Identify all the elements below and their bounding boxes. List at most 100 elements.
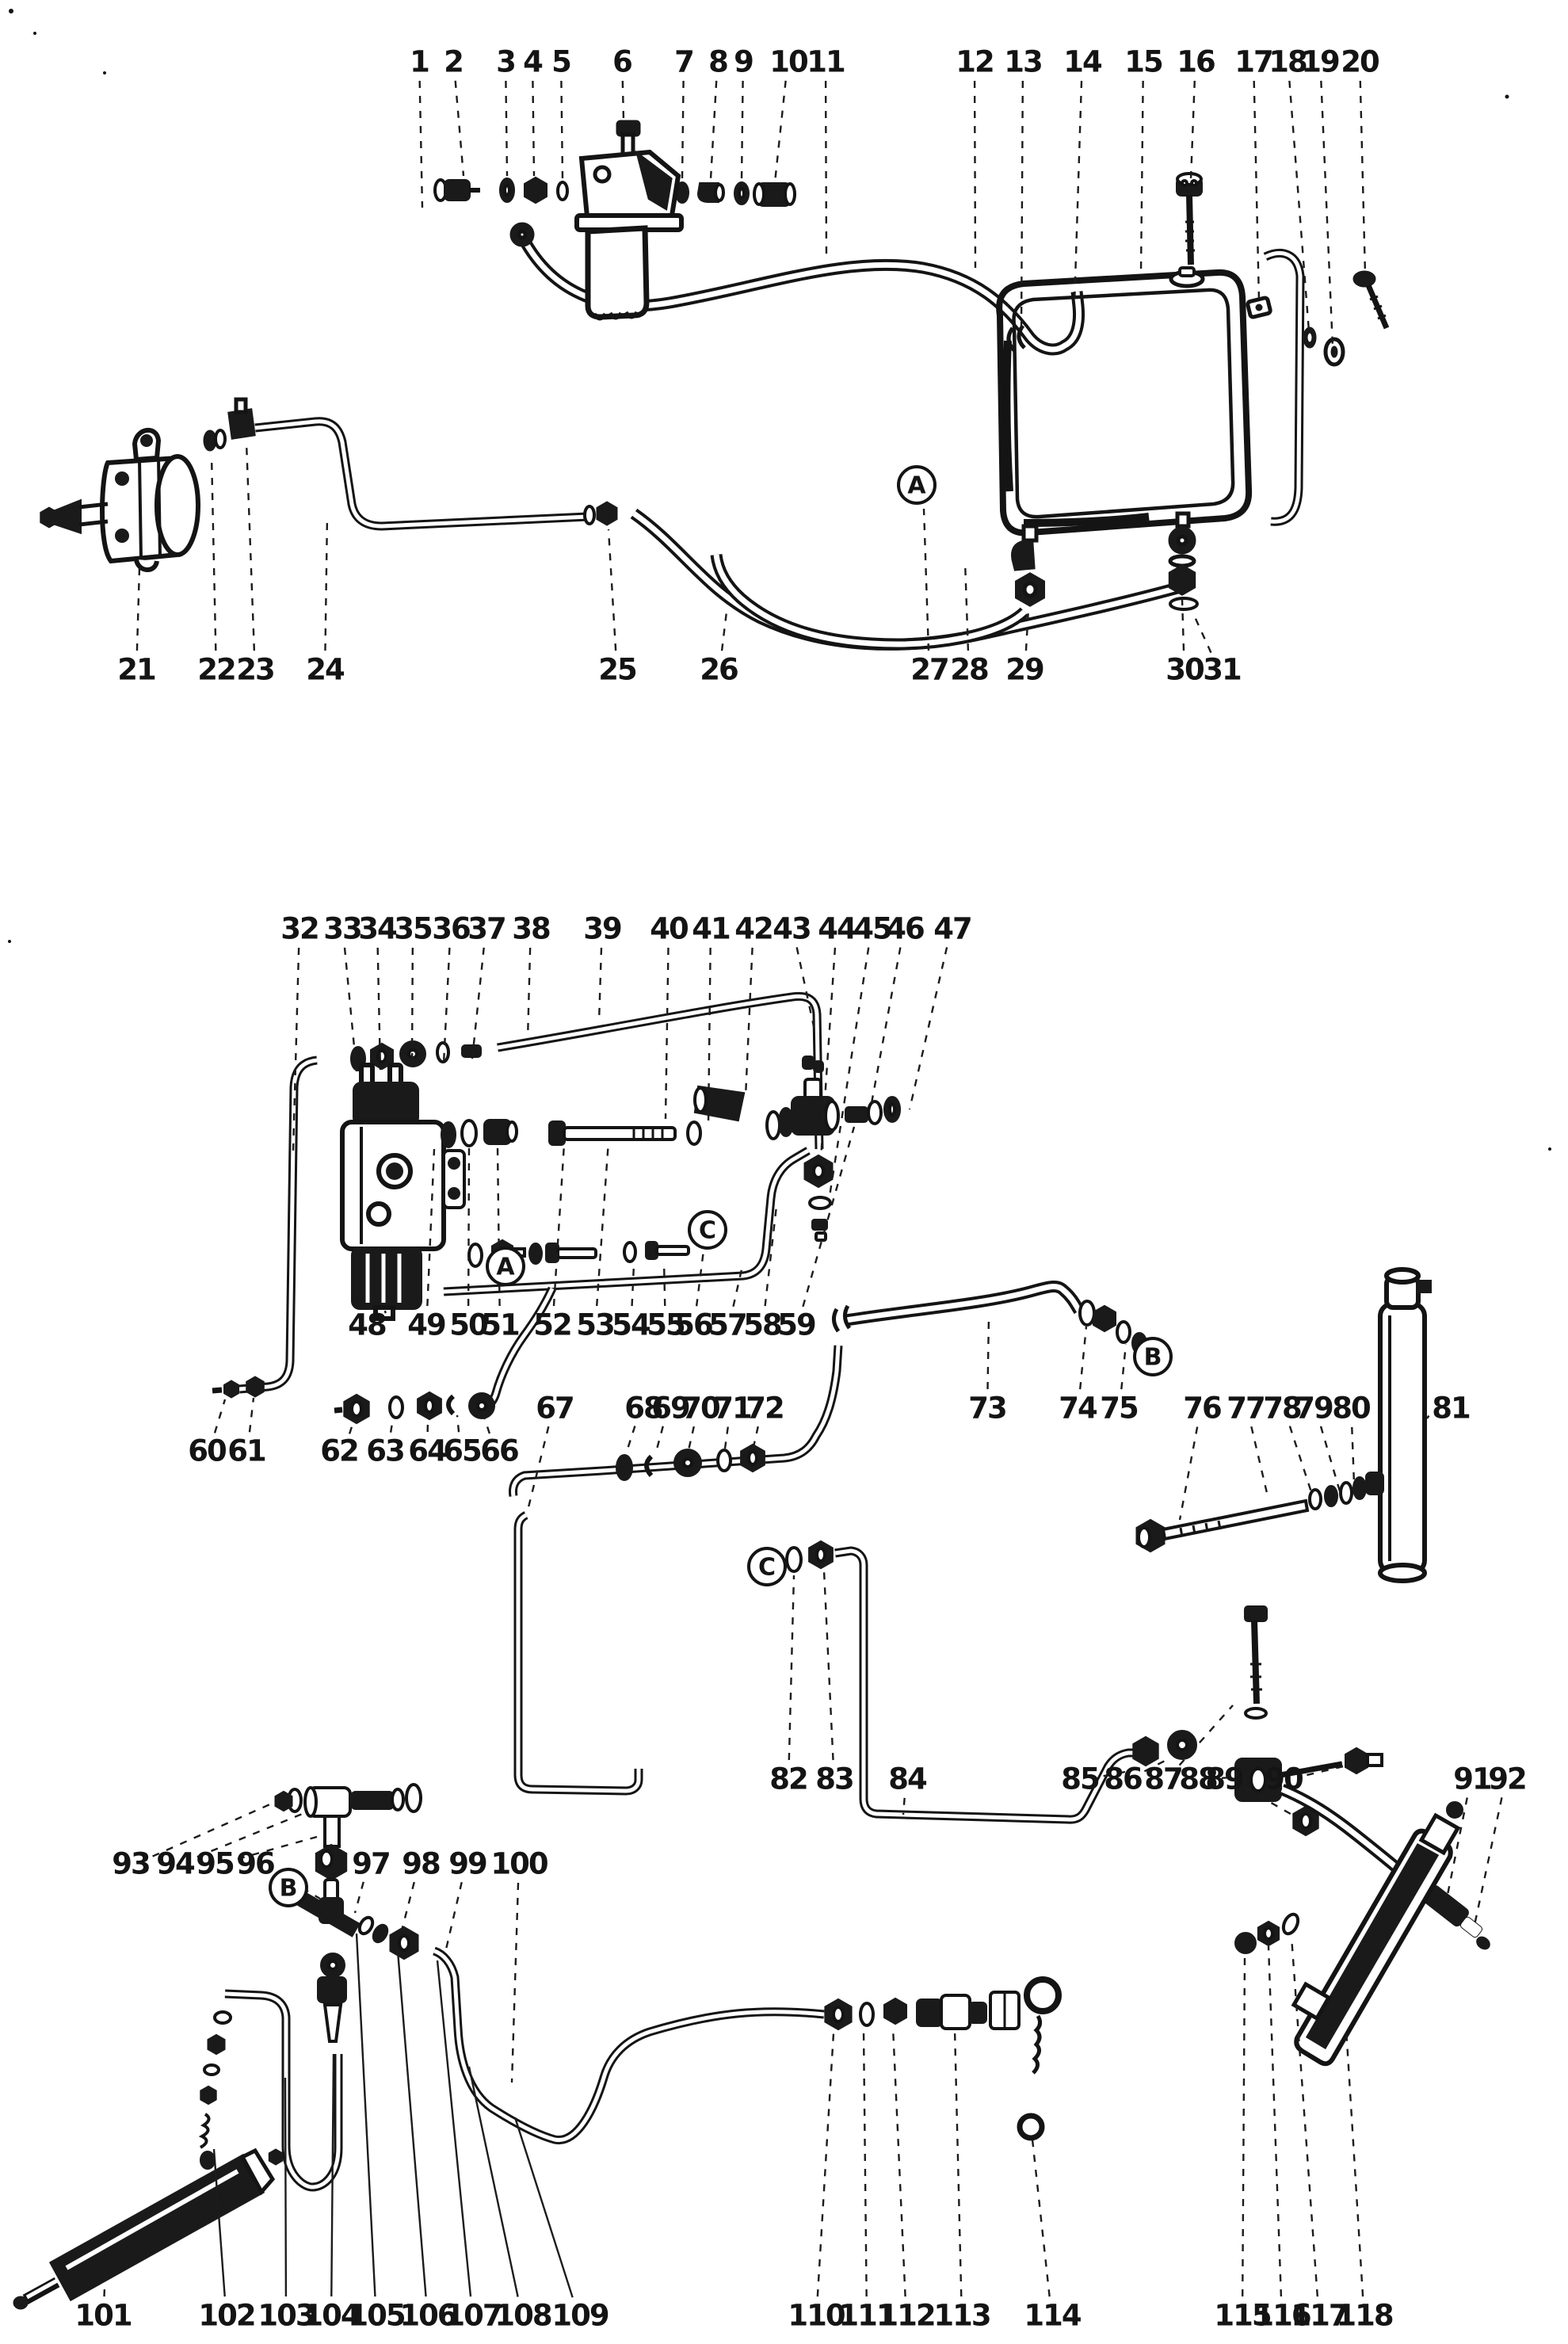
- leader-line: [1241, 1955, 1246, 2297]
- part-label-92: 92: [1472, 1762, 1528, 1930]
- part-label-79: 79: [1295, 1392, 1341, 1492]
- standpipe-line: [238, 1056, 318, 1394]
- part-number: 50: [449, 1308, 487, 1342]
- leader-line: [410, 947, 414, 1067]
- union-nut-25: [583, 501, 618, 526]
- part-number: 5: [551, 45, 570, 79]
- connector-text: C: [758, 1554, 776, 1582]
- part-number: 111: [838, 2299, 895, 2333]
- part-label-33: 33: [323, 912, 363, 1072]
- leader-line: [732, 1269, 743, 1308]
- leader-line: [1103, 1770, 1126, 1777]
- leader-line: [1191, 611, 1212, 654]
- leader-line: [426, 1148, 436, 1307]
- leader-line: [348, 1421, 355, 1434]
- coupler-parts-110-114: [824, 1976, 1062, 2141]
- fittings-60-61: [212, 1376, 265, 1399]
- tee-line-82-85: [834, 1546, 1133, 1824]
- part-label-109: 109: [513, 2117, 610, 2333]
- leader-line: [436, 1960, 472, 2297]
- leader-line: [1078, 1326, 1088, 1390]
- part-number: 46: [886, 912, 924, 946]
- part-number: 82: [769, 1762, 807, 1796]
- part-number: 38: [512, 912, 550, 946]
- leader-line: [396, 1950, 427, 2297]
- part-label-85: 85: [1061, 1762, 1126, 1796]
- part-label-23: 23: [236, 441, 276, 687]
- part-number: 98: [402, 1847, 440, 1881]
- leader-line: [664, 947, 670, 1120]
- part-label-100: 100: [490, 1847, 549, 2083]
- part-label-41: 41: [692, 912, 731, 1126]
- part-label-84: 84: [888, 1762, 929, 1815]
- leader-line: [1345, 2028, 1364, 2297]
- part-label-55: 55: [647, 1261, 686, 1342]
- part-number: 100: [490, 1847, 547, 1881]
- part-number: 15: [1124, 45, 1162, 79]
- part-label-88: 88: [1179, 1762, 1245, 1796]
- part-label-52: 52: [533, 1143, 573, 1342]
- part-number: 93: [112, 1847, 150, 1881]
- leader-line: [1319, 1426, 1341, 1492]
- part-label-1: 1: [410, 45, 430, 208]
- part-number: 76: [1183, 1392, 1221, 1426]
- part-label-115: 115: [1214, 1955, 1272, 2333]
- part-number: 36: [432, 912, 470, 946]
- part-number: 16: [1177, 45, 1215, 79]
- part-label-117: 117: [1290, 1936, 1349, 2333]
- filter-mount-hardware: [433, 176, 796, 207]
- leader-line: [597, 947, 603, 1023]
- part-number: 11: [807, 45, 845, 79]
- part-label-110: 110: [788, 2033, 846, 2333]
- leader-line: [1472, 1797, 1503, 1930]
- part-number: 85: [1061, 1762, 1099, 1796]
- leader-line: [513, 2117, 574, 2298]
- part-label-27: 27: [910, 508, 950, 687]
- part-label-26: 26: [700, 611, 739, 687]
- part-label-53: 53: [576, 1140, 616, 1342]
- part-label-104: 104: [303, 2053, 362, 2333]
- part-label-82: 82: [769, 1575, 809, 1796]
- leader-line: [773, 80, 787, 183]
- part-label-49: 49: [407, 1148, 447, 1342]
- leader-line: [1253, 80, 1261, 302]
- connector-circle: [269, 1868, 308, 1907]
- leader-line: [483, 1416, 491, 1434]
- part-label-38: 38: [512, 912, 551, 1040]
- leader-line: [1359, 80, 1367, 275]
- part-label-11: 11: [807, 45, 846, 258]
- part-label-78: 78: [1263, 1392, 1314, 1495]
- part-number: 89: [1205, 1762, 1243, 1796]
- leader-line: [953, 2028, 963, 2297]
- part-number: 22: [197, 653, 235, 687]
- part-number: 70: [681, 1392, 719, 1426]
- part-label-36: 36: [432, 912, 471, 1064]
- leader-line: [1250, 1426, 1269, 1494]
- tank-outlet-left: [1011, 524, 1045, 607]
- steel-line-38: [497, 991, 824, 1150]
- part-number: 6: [612, 45, 631, 79]
- leader-line: [795, 947, 816, 1031]
- part-number: 8: [708, 45, 727, 79]
- leader-line: [532, 80, 536, 177]
- part-label-69: 69: [651, 1392, 691, 1456]
- paper-specks: [8, 9, 1551, 1151]
- part-label-50: 50: [449, 1147, 489, 1342]
- part-number: 31: [1203, 653, 1241, 687]
- leader-line: [526, 1426, 550, 1511]
- leader-line: [891, 2026, 906, 2297]
- connector-letter-B: B: [1133, 1337, 1173, 1376]
- leader-line: [284, 2077, 288, 2297]
- part-number: 1: [410, 45, 429, 79]
- leader-line: [389, 1418, 395, 1433]
- part-number: 72: [746, 1392, 784, 1426]
- part-number: 37: [467, 912, 505, 946]
- part-label-107: 107: [436, 1960, 503, 2333]
- leader-line: [1031, 2139, 1051, 2297]
- part-label-95: 95: [196, 1835, 318, 1881]
- part-label-106: 106: [396, 1950, 458, 2333]
- part-label-90: 90: [1265, 1762, 1348, 1796]
- line-end-fittings-44: [803, 1154, 834, 1242]
- leader-line: [135, 567, 141, 651]
